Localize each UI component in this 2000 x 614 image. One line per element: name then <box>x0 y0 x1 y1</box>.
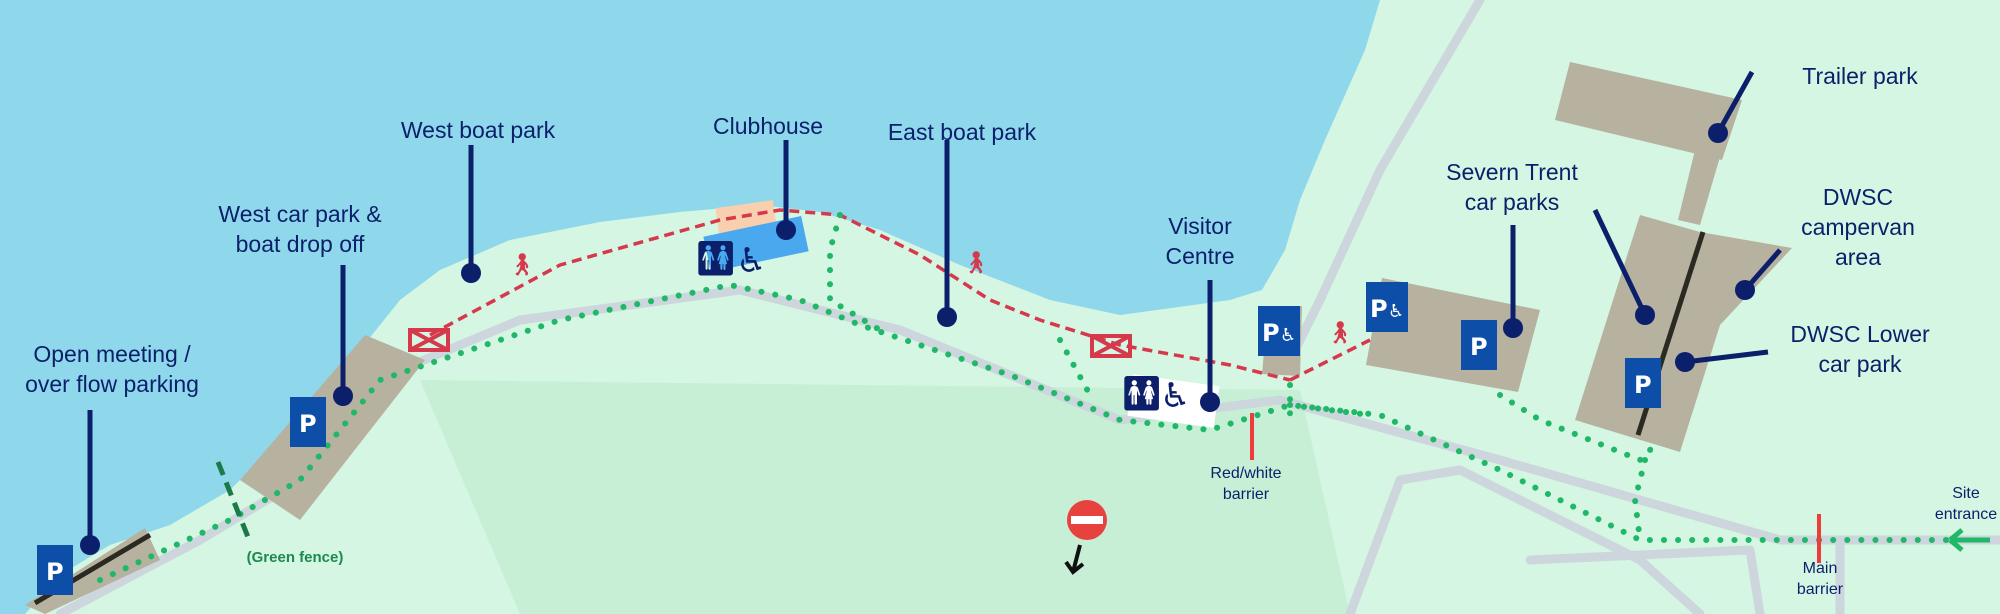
toilets-icon: 🚻︎ <box>1120 374 1163 414</box>
site-entrance-arrow-icon <box>1948 528 1990 552</box>
accessible-parking-icon: P ♿︎ P ♿︎ <box>1258 282 1408 356</box>
label-visitor-centre: Visitor <box>1168 213 1232 239</box>
map-pins <box>80 70 1782 555</box>
label-west-car-park: West car park & <box>218 201 381 227</box>
label-dwsc-lower: DWSC Lower <box>1790 321 1930 347</box>
walking-route <box>97 281 1963 583</box>
gate-icon <box>408 328 1132 358</box>
label-site-entrance: Site <box>1952 485 1980 502</box>
labels: Open meeting / over flow parking West ca… <box>25 63 1997 598</box>
svg-text:P: P <box>1634 371 1652 399</box>
svg-text:P: P <box>1262 319 1280 347</box>
trailer-park <box>1555 62 1742 160</box>
label-dwsc-lower: car park <box>1818 351 1902 377</box>
footpath <box>429 208 1291 382</box>
svg-text:P: P <box>46 558 64 586</box>
toilets-icon: 🚻︎ <box>694 239 737 279</box>
svg-text:P: P <box>1370 295 1388 323</box>
svg-text:🚶︎: 🚶︎ <box>962 251 990 276</box>
water <box>0 0 1380 614</box>
label-green-fence: (Green fence) <box>247 549 344 566</box>
label-dwsc-campervan: area <box>1835 244 1881 270</box>
label-clubhouse: Clubhouse <box>713 113 823 139</box>
wheelchair-icon: ♿︎ <box>736 241 766 281</box>
label-west-car-park: boat drop off <box>236 231 365 257</box>
label-dwsc-campervan: campervan <box>1801 214 1915 240</box>
land-shaded <box>420 380 1350 614</box>
label-site-entrance: entrance <box>1935 506 1997 523</box>
wheelchair-icon: ♿︎ <box>1160 376 1190 416</box>
no-entry-icon <box>1067 500 1107 540</box>
svg-text:P: P <box>299 410 317 438</box>
label-dwsc-campervan: DWSC <box>1823 184 1893 210</box>
svg-text:P: P <box>1470 333 1488 361</box>
svg-text:🚶︎: 🚶︎ <box>508 253 536 278</box>
label-visitor-centre: Centre <box>1165 243 1234 269</box>
green-fence <box>215 461 253 543</box>
label-severn-trent: car parks <box>1465 189 1560 215</box>
svg-text:♿︎: ♿︎ <box>1280 325 1296 346</box>
pedestrian-icon: 🚶︎ 🚶︎ 🚶︎ <box>508 251 1354 346</box>
label-red-white-barrier: barrier <box>1223 486 1270 503</box>
walking-route-branch <box>827 212 1658 543</box>
svg-text:🚶︎: 🚶︎ <box>1326 321 1354 346</box>
visitor-centre-building <box>1127 374 1220 428</box>
label-red-white-barrier: Red/white <box>1210 465 1281 482</box>
label-open-meeting: Open meeting / <box>33 341 191 367</box>
label-west-boat-park: West boat park <box>401 117 556 143</box>
label-trailer-park: Trailer park <box>1802 63 1918 89</box>
label-severn-trent: Severn Trent <box>1446 159 1578 185</box>
svg-text:♿︎: ♿︎ <box>1388 301 1404 322</box>
label-main-barrier: Main <box>1803 560 1838 577</box>
label-open-meeting: over flow parking <box>25 371 199 397</box>
label-main-barrier: barrier <box>1797 581 1844 598</box>
label-east-boat-park: East boat park <box>888 119 1037 145</box>
trailer-park-access <box>1678 150 1722 225</box>
parking-icon: P P P P <box>37 320 1661 595</box>
exit-arrow-icon <box>1064 544 1085 575</box>
